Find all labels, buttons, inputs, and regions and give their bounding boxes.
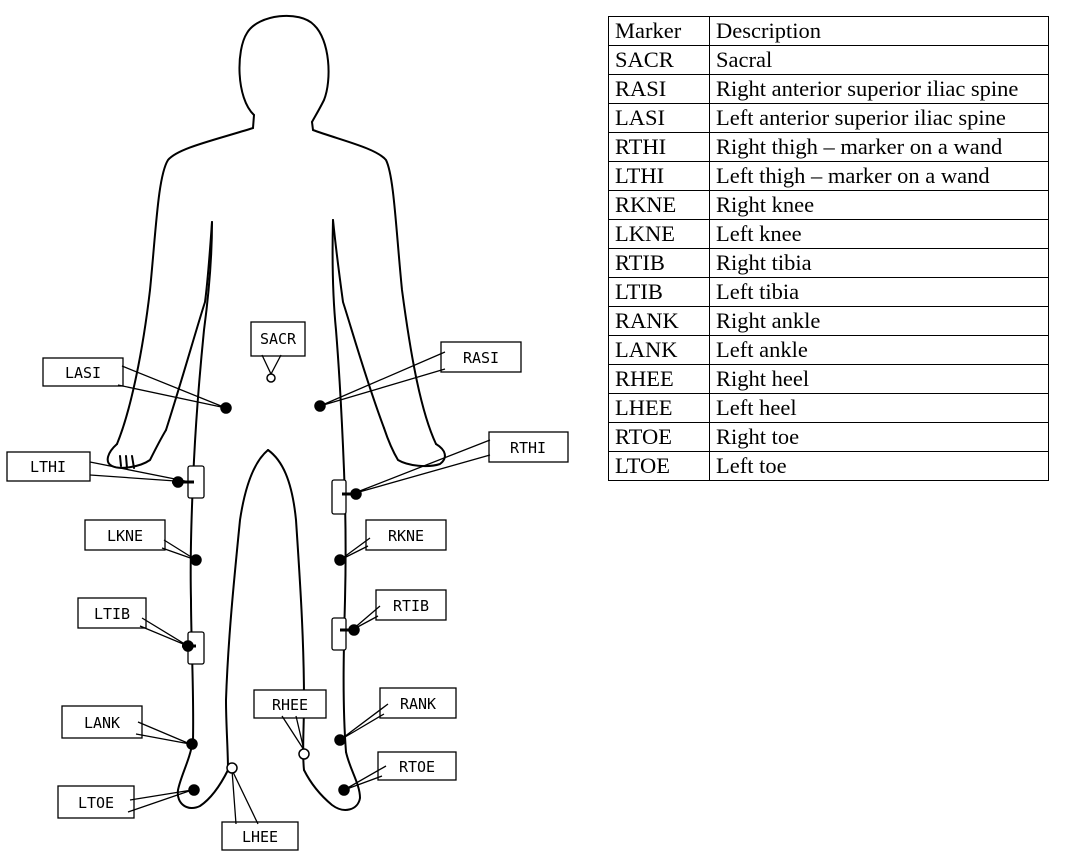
- label-boxes: [7, 322, 568, 850]
- label-rkne: RKNE: [388, 527, 424, 545]
- marker-dot-rasi: [315, 401, 325, 411]
- marker-description: Right tibia: [710, 249, 1049, 278]
- marker-code: SACR: [609, 46, 710, 75]
- marker-description: Left ankle: [710, 336, 1049, 365]
- marker-code: RTHI: [609, 133, 710, 162]
- table-row: LTOE Left toe: [609, 452, 1049, 481]
- marker-code: LTHI: [609, 162, 710, 191]
- marker-dot-rtoe: [339, 785, 349, 795]
- label-lank: LANK: [84, 714, 120, 732]
- marker-dot-lhee: [227, 763, 237, 773]
- table-row: RHEE Right heel: [609, 365, 1049, 394]
- marker-description: Sacral: [710, 46, 1049, 75]
- marker-description-table: Marker Description SACR Sacral RASI Righ…: [608, 16, 1049, 481]
- marker-code: RTIB: [609, 249, 710, 278]
- table-row: LKNE Left knee: [609, 220, 1049, 249]
- marker-dot-lkne: [191, 555, 201, 565]
- marker-description: Left toe: [710, 452, 1049, 481]
- marker-description: Right toe: [710, 423, 1049, 452]
- label-rtib: RTIB: [393, 597, 429, 615]
- marker-code: RKNE: [609, 191, 710, 220]
- marker-dot-ltoe: [189, 785, 199, 795]
- label-lasi: LASI: [65, 364, 101, 382]
- marker-code: RHEE: [609, 365, 710, 394]
- marker-description: Right knee: [710, 191, 1049, 220]
- table-header-row: Marker Description: [609, 17, 1049, 46]
- table-row: LASI Left anterior superior iliac spine: [609, 104, 1049, 133]
- marker-description: Left heel: [710, 394, 1049, 423]
- column-header-marker: Marker: [609, 17, 710, 46]
- marker-code: LASI: [609, 104, 710, 133]
- label-ltib: LTIB: [94, 605, 130, 623]
- table-row: LANK Left ankle: [609, 336, 1049, 365]
- label-rthi: RTHI: [510, 439, 546, 457]
- marker-description: Left anterior superior iliac spine: [710, 104, 1049, 133]
- marker-description: Right ankle: [710, 307, 1049, 336]
- marker-points: [173, 374, 361, 795]
- table-row: LTHI Left thigh – marker on a wand: [609, 162, 1049, 191]
- marker-code: RASI: [609, 75, 710, 104]
- table-row: RASI Right anterior superior iliac spine: [609, 75, 1049, 104]
- table-row: LTIB Left tibia: [609, 278, 1049, 307]
- marker-dot-sacr: [267, 374, 275, 382]
- marker-code: LKNE: [609, 220, 710, 249]
- marker-description: Right thigh – marker on a wand: [710, 133, 1049, 162]
- label-lthi: LTHI: [30, 458, 66, 476]
- marker-code: RANK: [609, 307, 710, 336]
- column-header-description: Description: [710, 17, 1049, 46]
- marker-dot-rhee: [299, 749, 309, 759]
- marker-code: LHEE: [609, 394, 710, 423]
- marker-dot-rkne: [335, 555, 345, 565]
- label-rhee: RHEE: [272, 696, 308, 714]
- label-lhee: LHEE: [242, 828, 278, 846]
- label-rtoe: RTOE: [399, 758, 435, 776]
- marker-description: Left knee: [710, 220, 1049, 249]
- wand-plates: [188, 466, 346, 664]
- marker-labels: SACR LASI RASI LTHI RTHI LKNE RKNE LTIB …: [30, 330, 546, 846]
- marker-code: LTIB: [609, 278, 710, 307]
- marker-description: Left tibia: [710, 278, 1049, 307]
- marker-dot-lasi: [221, 403, 231, 413]
- table-row: RKNE Right knee: [609, 191, 1049, 220]
- marker-code: RTOE: [609, 423, 710, 452]
- marker-dot-lank: [187, 739, 197, 749]
- table-row: SACR Sacral: [609, 46, 1049, 75]
- label-lkne: LKNE: [107, 527, 143, 545]
- label-ltoe: LTOE: [78, 794, 114, 812]
- label-rasi: RASI: [463, 349, 499, 367]
- label-rank: RANK: [400, 695, 436, 713]
- table-row: RTHI Right thigh – marker on a wand: [609, 133, 1049, 162]
- marker-description: Left thigh – marker on a wand: [710, 162, 1049, 191]
- table-row: LHEE Left heel: [609, 394, 1049, 423]
- table-row: RTOE Right toe: [609, 423, 1049, 452]
- marker-description: Right anterior superior iliac spine: [710, 75, 1049, 104]
- label-sacr: SACR: [260, 330, 297, 348]
- marker-dot-rank: [335, 735, 345, 745]
- marker-code: LTOE: [609, 452, 710, 481]
- marker-code: LANK: [609, 336, 710, 365]
- marker-placement-figure: SACR LASI RASI LTHI RTHI LKNE RKNE LTIB …: [0, 0, 590, 852]
- marker-description: Right heel: [710, 365, 1049, 394]
- table-row: RTIB Right tibia: [609, 249, 1049, 278]
- table-row: RANK Right ankle: [609, 307, 1049, 336]
